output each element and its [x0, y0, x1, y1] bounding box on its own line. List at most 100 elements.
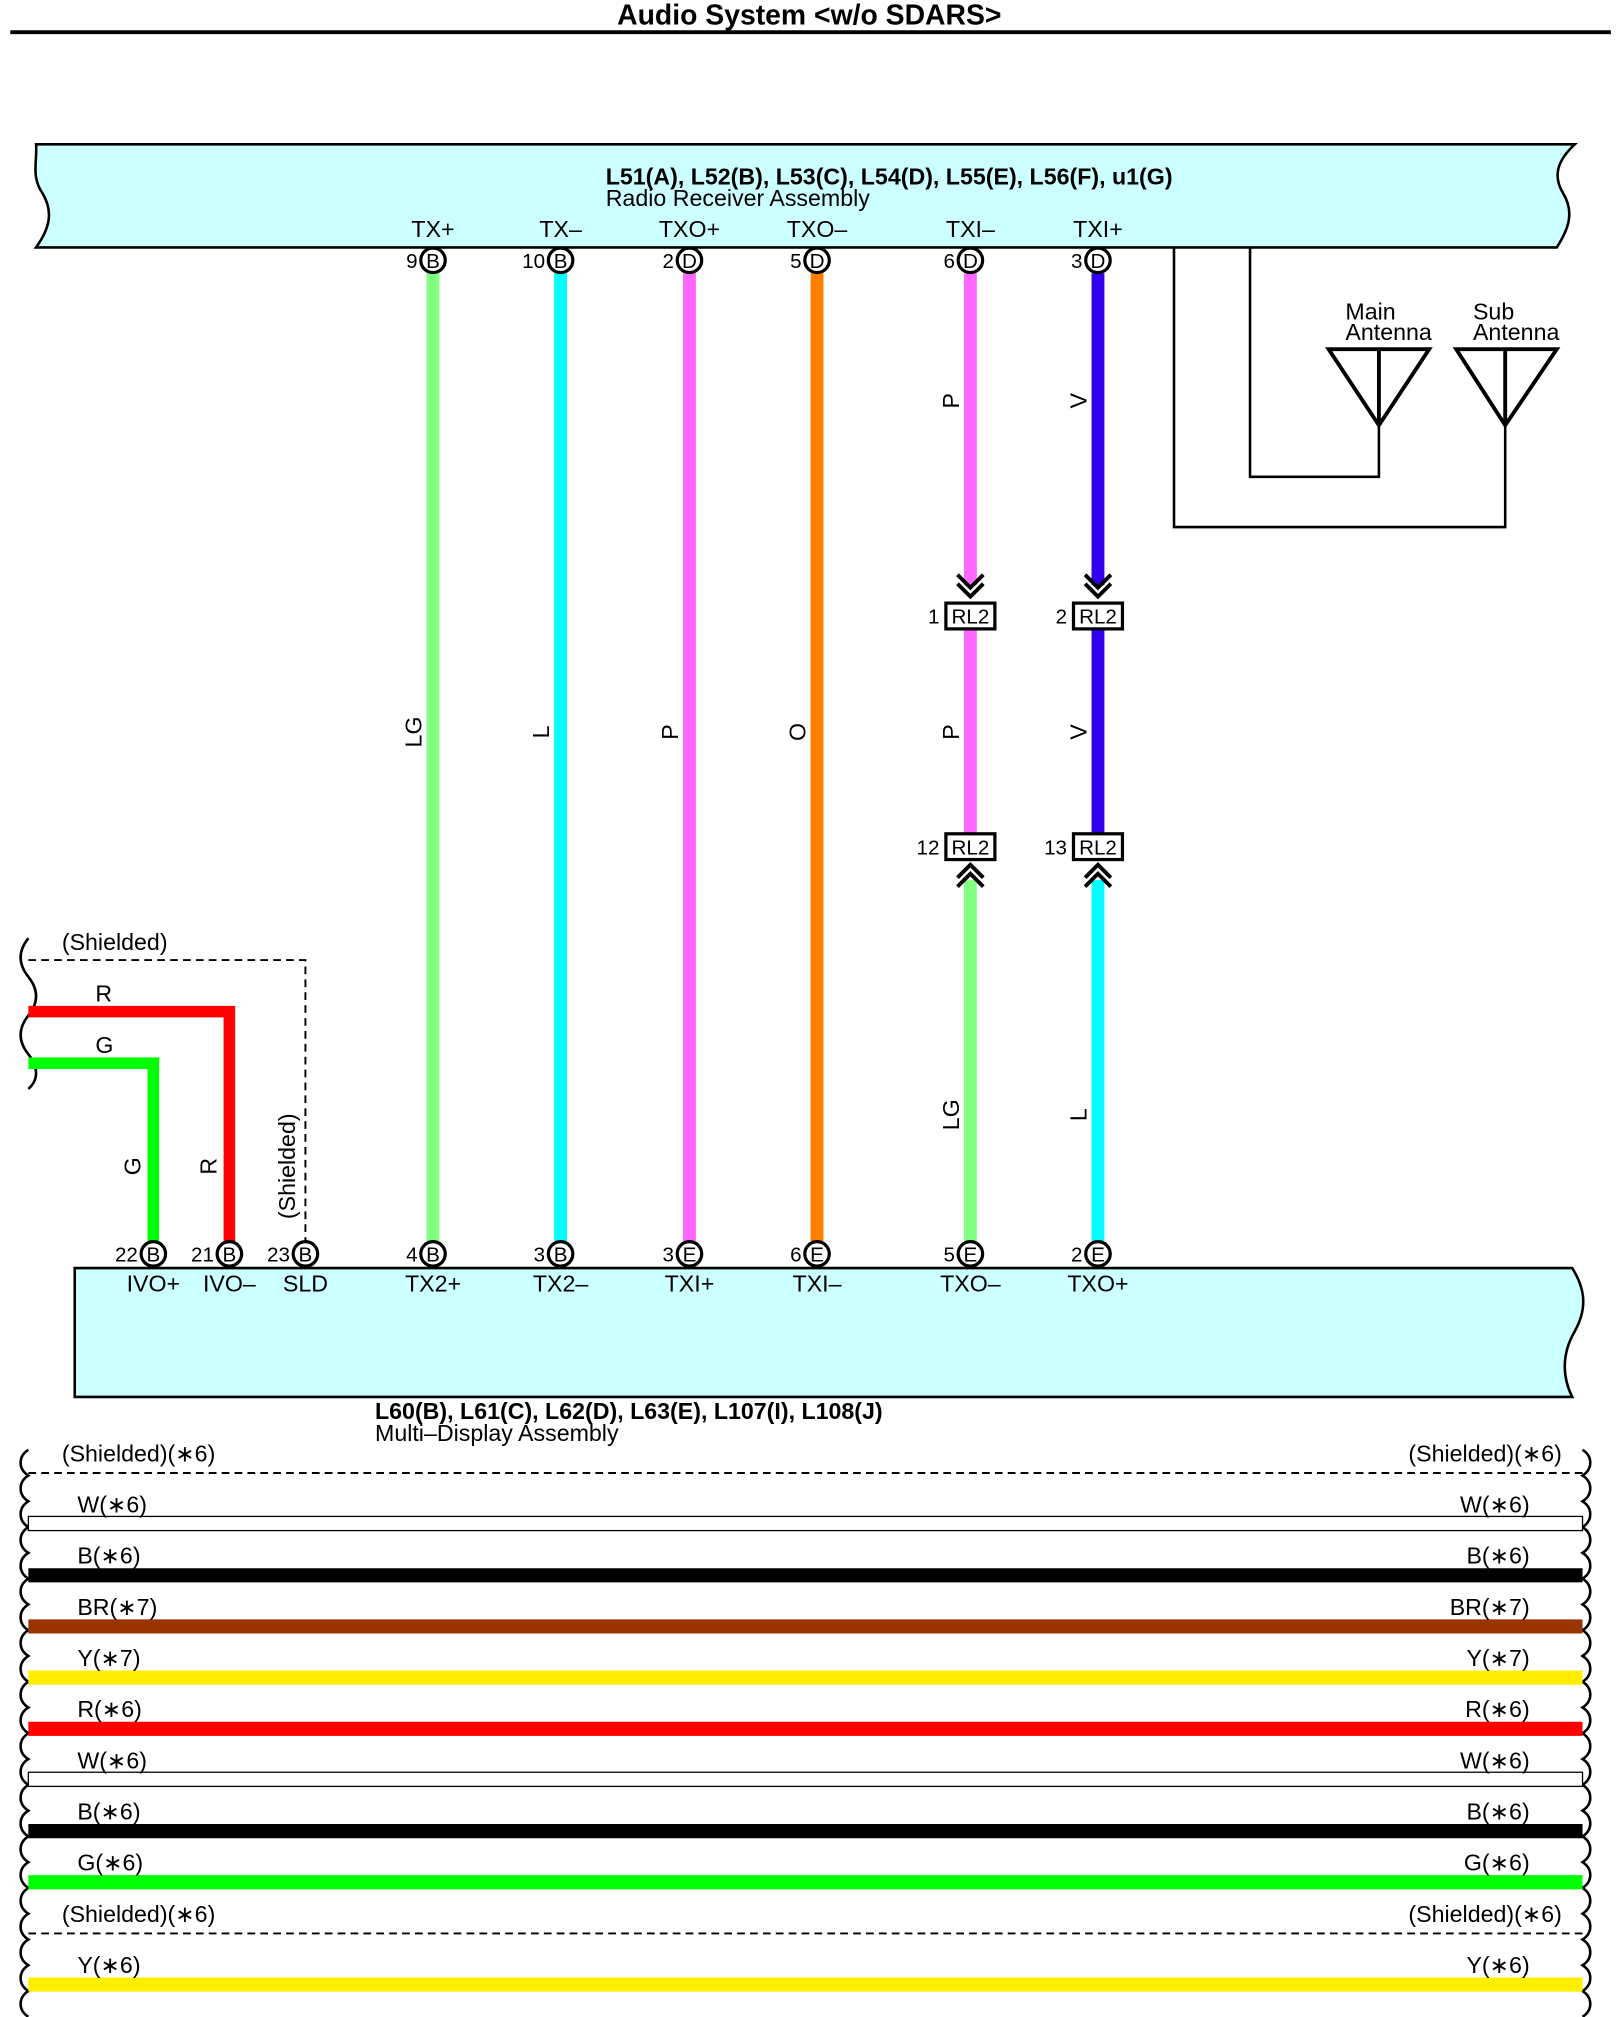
diagram-title: Audio System <w/o SDARS> [617, 0, 1001, 31]
in-line-connector-icon [1071, 832, 1125, 862]
pin-number: 23 [267, 1244, 290, 1267]
wire-color-label: V [1065, 724, 1091, 740]
wire-row-label-right: (Shielded)(∗6) [1408, 1901, 1561, 1927]
radio-receiver-box [33, 143, 1579, 249]
connector-code: E [810, 1244, 824, 1267]
wire-row-label-left: Y(∗7) [77, 1645, 140, 1671]
wire-row-label-right: G(∗6) [1464, 1850, 1530, 1876]
connector-code: E [964, 1244, 978, 1267]
sub-antenna-label: Sub [1473, 299, 1514, 325]
connector-circle-icon [546, 246, 575, 275]
wire-color-label: O [784, 723, 810, 741]
connector-circle-icon [419, 1240, 447, 1268]
wire-row-label-left: B(∗6) [77, 1543, 140, 1569]
connector-code: D [810, 250, 825, 273]
wire-row-label-right: Y(∗6) [1466, 1952, 1529, 1978]
pin-number: 5 [943, 1244, 954, 1267]
wire-w [27, 1771, 1584, 1788]
pin-signal-name: TXI– [793, 1270, 842, 1296]
in-line-pin-number: 13 [1044, 836, 1067, 859]
g-wire [28, 1057, 160, 1242]
wire-color-label: P [938, 724, 964, 739]
left-wave-break-icon [19, 1448, 31, 2017]
connector-circle-icon [546, 1240, 575, 1268]
in-line-connector-label: RL2 [1079, 606, 1117, 629]
connector-code: D [682, 250, 697, 273]
pin-number: 2 [1071, 1244, 1082, 1267]
multi-display-box [73, 1266, 1585, 1399]
pin-signal-name: TXI– [946, 216, 995, 242]
multi-display-connectors: L60(B), L61(C), L62(D), L63(E), L107(I),… [375, 1398, 883, 1424]
pin-signal-name: IVO+ [127, 1270, 180, 1296]
main-antenna-label-2: Antenna [1345, 319, 1431, 345]
pin-number: 21 [191, 1244, 214, 1267]
in-line-connector-icon [1071, 601, 1125, 631]
radio-receiver-name: Radio Receiver Assembly [606, 185, 871, 211]
connector-circle-icon [803, 246, 831, 275]
r-wire-label: R [95, 980, 112, 1006]
g-vertical-label: G [119, 1157, 145, 1175]
connector-circle-icon [291, 1240, 320, 1268]
connector-circle-icon [675, 246, 704, 275]
r-wire [28, 1005, 236, 1242]
wire-row-label-left: (Shielded)(∗6) [62, 1440, 215, 1466]
pin-signal-name: TX2– [533, 1270, 589, 1296]
connector-circle-icon [215, 1240, 244, 1268]
wire-row-label-left: G(∗6) [77, 1850, 143, 1876]
connector-code: B [554, 250, 568, 273]
connector-circle-icon [1084, 246, 1112, 275]
shielded-top-label: (Shielded) [62, 929, 168, 955]
in-line-connector-icon [944, 832, 997, 862]
pin-signal-name: TXI+ [665, 1270, 715, 1296]
wire-color-label: P [938, 393, 964, 408]
pin-signal-name: TXI+ [1073, 216, 1123, 242]
main-antenna-icon [1325, 347, 1433, 429]
pin-number: 5 [790, 250, 801, 273]
pin-signal-name: TX2+ [405, 1270, 461, 1296]
wire-row-label-right: Y(∗7) [1466, 1645, 1529, 1671]
in-line-connector-label: RL2 [951, 606, 989, 629]
wire-color-label: LG [938, 1099, 964, 1130]
chevron-arrow-icon [956, 861, 985, 888]
pin-signal-name: TXO+ [659, 216, 720, 242]
wire-row-label-left: BR(∗7) [77, 1594, 157, 1620]
pin-number: 22 [115, 1244, 138, 1267]
wire-row-label-left: W(∗6) [77, 1492, 147, 1518]
main-antenna-label: Main [1345, 299, 1395, 325]
pin-number: 10 [522, 250, 545, 273]
wire-row-label-right: (Shielded)(∗6) [1408, 1440, 1561, 1466]
bottom-connector-pins: B22IVO+B21IVO–B23SLDB4TX2+B3TX2–E3TXI+E6… [115, 1240, 1129, 1296]
connector-code: B [554, 1244, 568, 1267]
connector-code: E [683, 1244, 697, 1267]
wire-row-label-right: BR(∗7) [1450, 1594, 1530, 1620]
connector-circle-icon [803, 1240, 831, 1268]
connector-code: B [426, 250, 440, 273]
right-wave-break-icon [1580, 1448, 1592, 2017]
in-line-pin-number: 2 [1056, 606, 1067, 629]
wire-color-label: L [1065, 1108, 1091, 1121]
in-line-connector-label: RL2 [951, 836, 989, 859]
chevron-arrow-icon [1083, 861, 1113, 888]
sub-antenna-label-2: Antenna [1473, 319, 1559, 345]
pin-number: 3 [663, 1244, 674, 1267]
connector-circle-icon [139, 1240, 168, 1268]
multi-display-name: Multi–Display Assembly [375, 1420, 619, 1446]
pin-signal-name: TXO+ [1067, 1270, 1128, 1296]
chevron-arrow-icon [956, 573, 985, 600]
wire-row-label-left: (Shielded)(∗6) [62, 1901, 215, 1927]
pin-number: 9 [406, 250, 417, 273]
connector-circle-icon [1084, 1240, 1112, 1268]
wire-color-label: P [657, 724, 683, 739]
